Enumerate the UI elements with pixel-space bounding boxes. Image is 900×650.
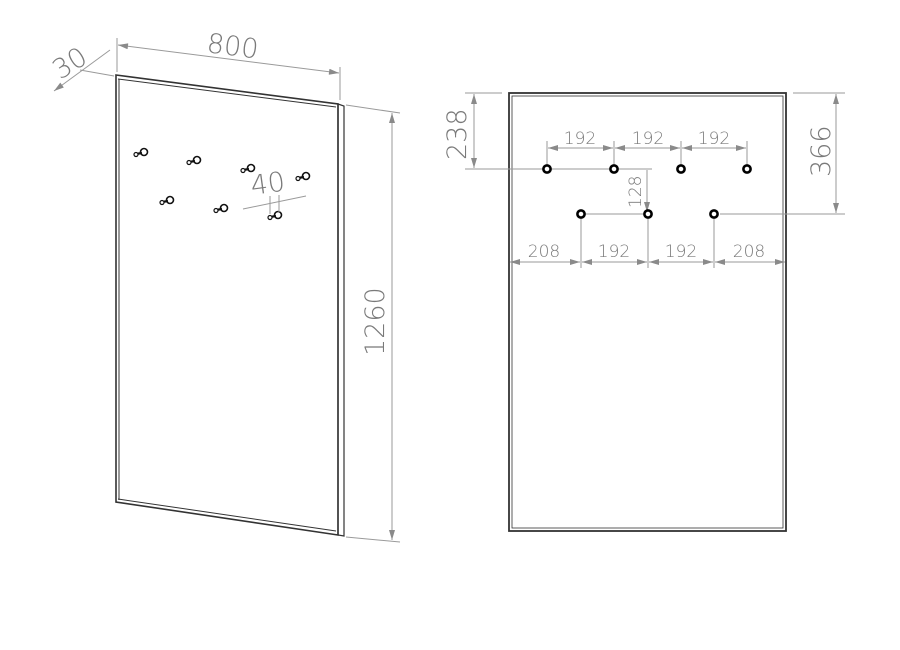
hook-icon — [240, 163, 256, 174]
hook-icon — [133, 147, 149, 158]
hook-icon — [186, 155, 202, 166]
width-dimension-line — [117, 43, 340, 75]
panel-inner-edge — [511, 95, 784, 529]
row-gap-label: 128 — [626, 176, 646, 208]
perspective-view: 800 30 40 1260 — [47, 28, 401, 543]
bottom-spacing-label: 192 — [598, 242, 630, 262]
hook-dimension-line — [242, 195, 307, 210]
panel-outline — [508, 92, 787, 532]
lower-row-offset-label: 366 — [806, 125, 837, 177]
ext-line — [345, 536, 401, 543]
hook-icon — [159, 195, 175, 206]
hook-icon — [295, 171, 311, 182]
bottom-spacing-label: 208 — [528, 242, 560, 262]
ext-line — [345, 104, 401, 114]
top-spacing-label: 192 — [632, 129, 664, 149]
hole-icon — [576, 209, 586, 219]
height-label: 1260 — [360, 287, 391, 356]
panel-face — [115, 74, 339, 536]
hole-icon — [742, 164, 752, 174]
top-offset-label: 238 — [442, 108, 473, 160]
hooks — [133, 147, 311, 221]
ext-line — [79, 69, 115, 77]
hole-icon — [676, 164, 686, 174]
panel-top-edge — [117, 78, 337, 108]
depth-label: 30 — [47, 41, 93, 85]
hole-icon — [542, 164, 552, 174]
top-spacing-label: 192 — [564, 129, 596, 149]
hole-icon — [643, 209, 653, 219]
hook-diameter-label: 40 — [249, 166, 287, 201]
hook-holes — [542, 164, 752, 219]
hook-icon — [267, 210, 283, 221]
panel-side-edge — [337, 103, 345, 537]
width-label: 800 — [205, 28, 260, 65]
top-spacing-label: 192 — [698, 129, 730, 149]
depth-dimension-line — [53, 49, 111, 92]
front-view: 238 366 128 192 192 192 — [442, 92, 845, 532]
top-row-dimensions: 192 192 192 — [546, 129, 748, 165]
hole-icon — [609, 164, 619, 174]
bottom-spacing-label: 208 — [733, 242, 765, 262]
hole-icon — [709, 209, 719, 219]
panel-bottom-edge — [117, 498, 337, 532]
bottom-spacing-label: 192 — [665, 242, 697, 262]
bottom-row-dimensions: 208 192 192 208 — [510, 213, 785, 268]
hook-icon — [213, 203, 229, 214]
